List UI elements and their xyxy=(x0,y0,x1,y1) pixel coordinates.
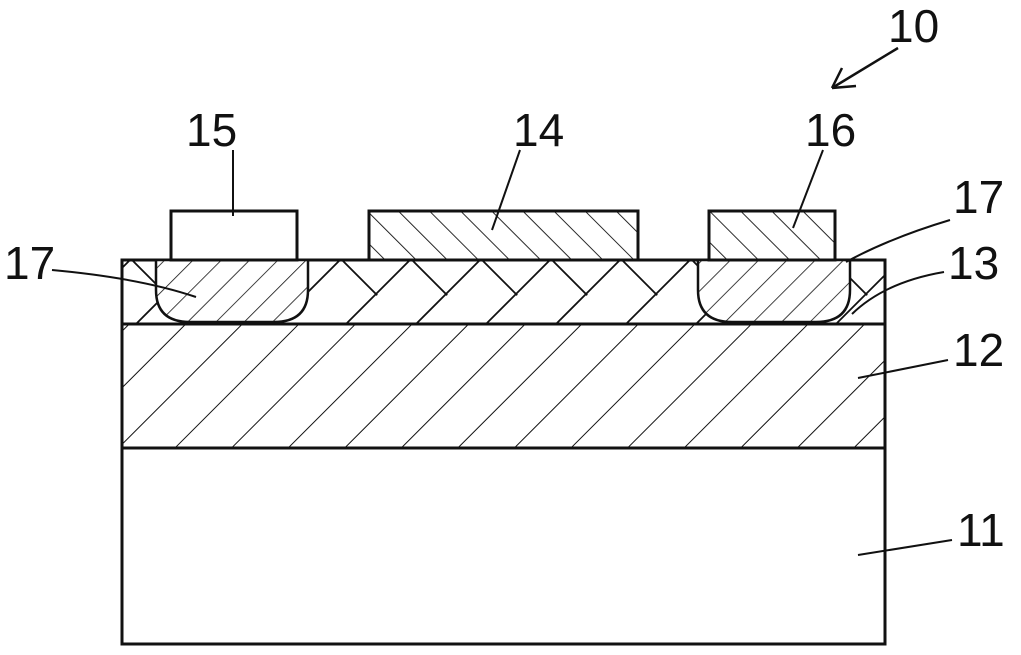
gate-electrode-14 xyxy=(369,211,638,260)
substrate-11 xyxy=(122,448,885,644)
region-17-right-hatch xyxy=(698,260,850,322)
arrow-icon xyxy=(832,48,898,88)
leader-17-right xyxy=(846,220,950,262)
label-gate-14: 14 xyxy=(513,104,564,156)
label-region-17-left: 17 xyxy=(4,237,55,289)
label-layer-13: 13 xyxy=(948,237,999,289)
label-device-10: 10 xyxy=(888,0,939,52)
label-layer-12: 12 xyxy=(953,324,1004,376)
layer-13 xyxy=(0,260,1007,324)
layer-12 xyxy=(122,324,885,448)
label-substrate-11: 11 xyxy=(957,504,1005,556)
label-region-17-right: 17 xyxy=(953,171,1004,223)
leader-11 xyxy=(858,540,952,555)
label-source-15: 15 xyxy=(186,104,237,156)
label-drain-16: 16 xyxy=(805,104,856,156)
drain-electrode-16 xyxy=(709,211,835,260)
source-electrode-15 xyxy=(171,211,297,260)
